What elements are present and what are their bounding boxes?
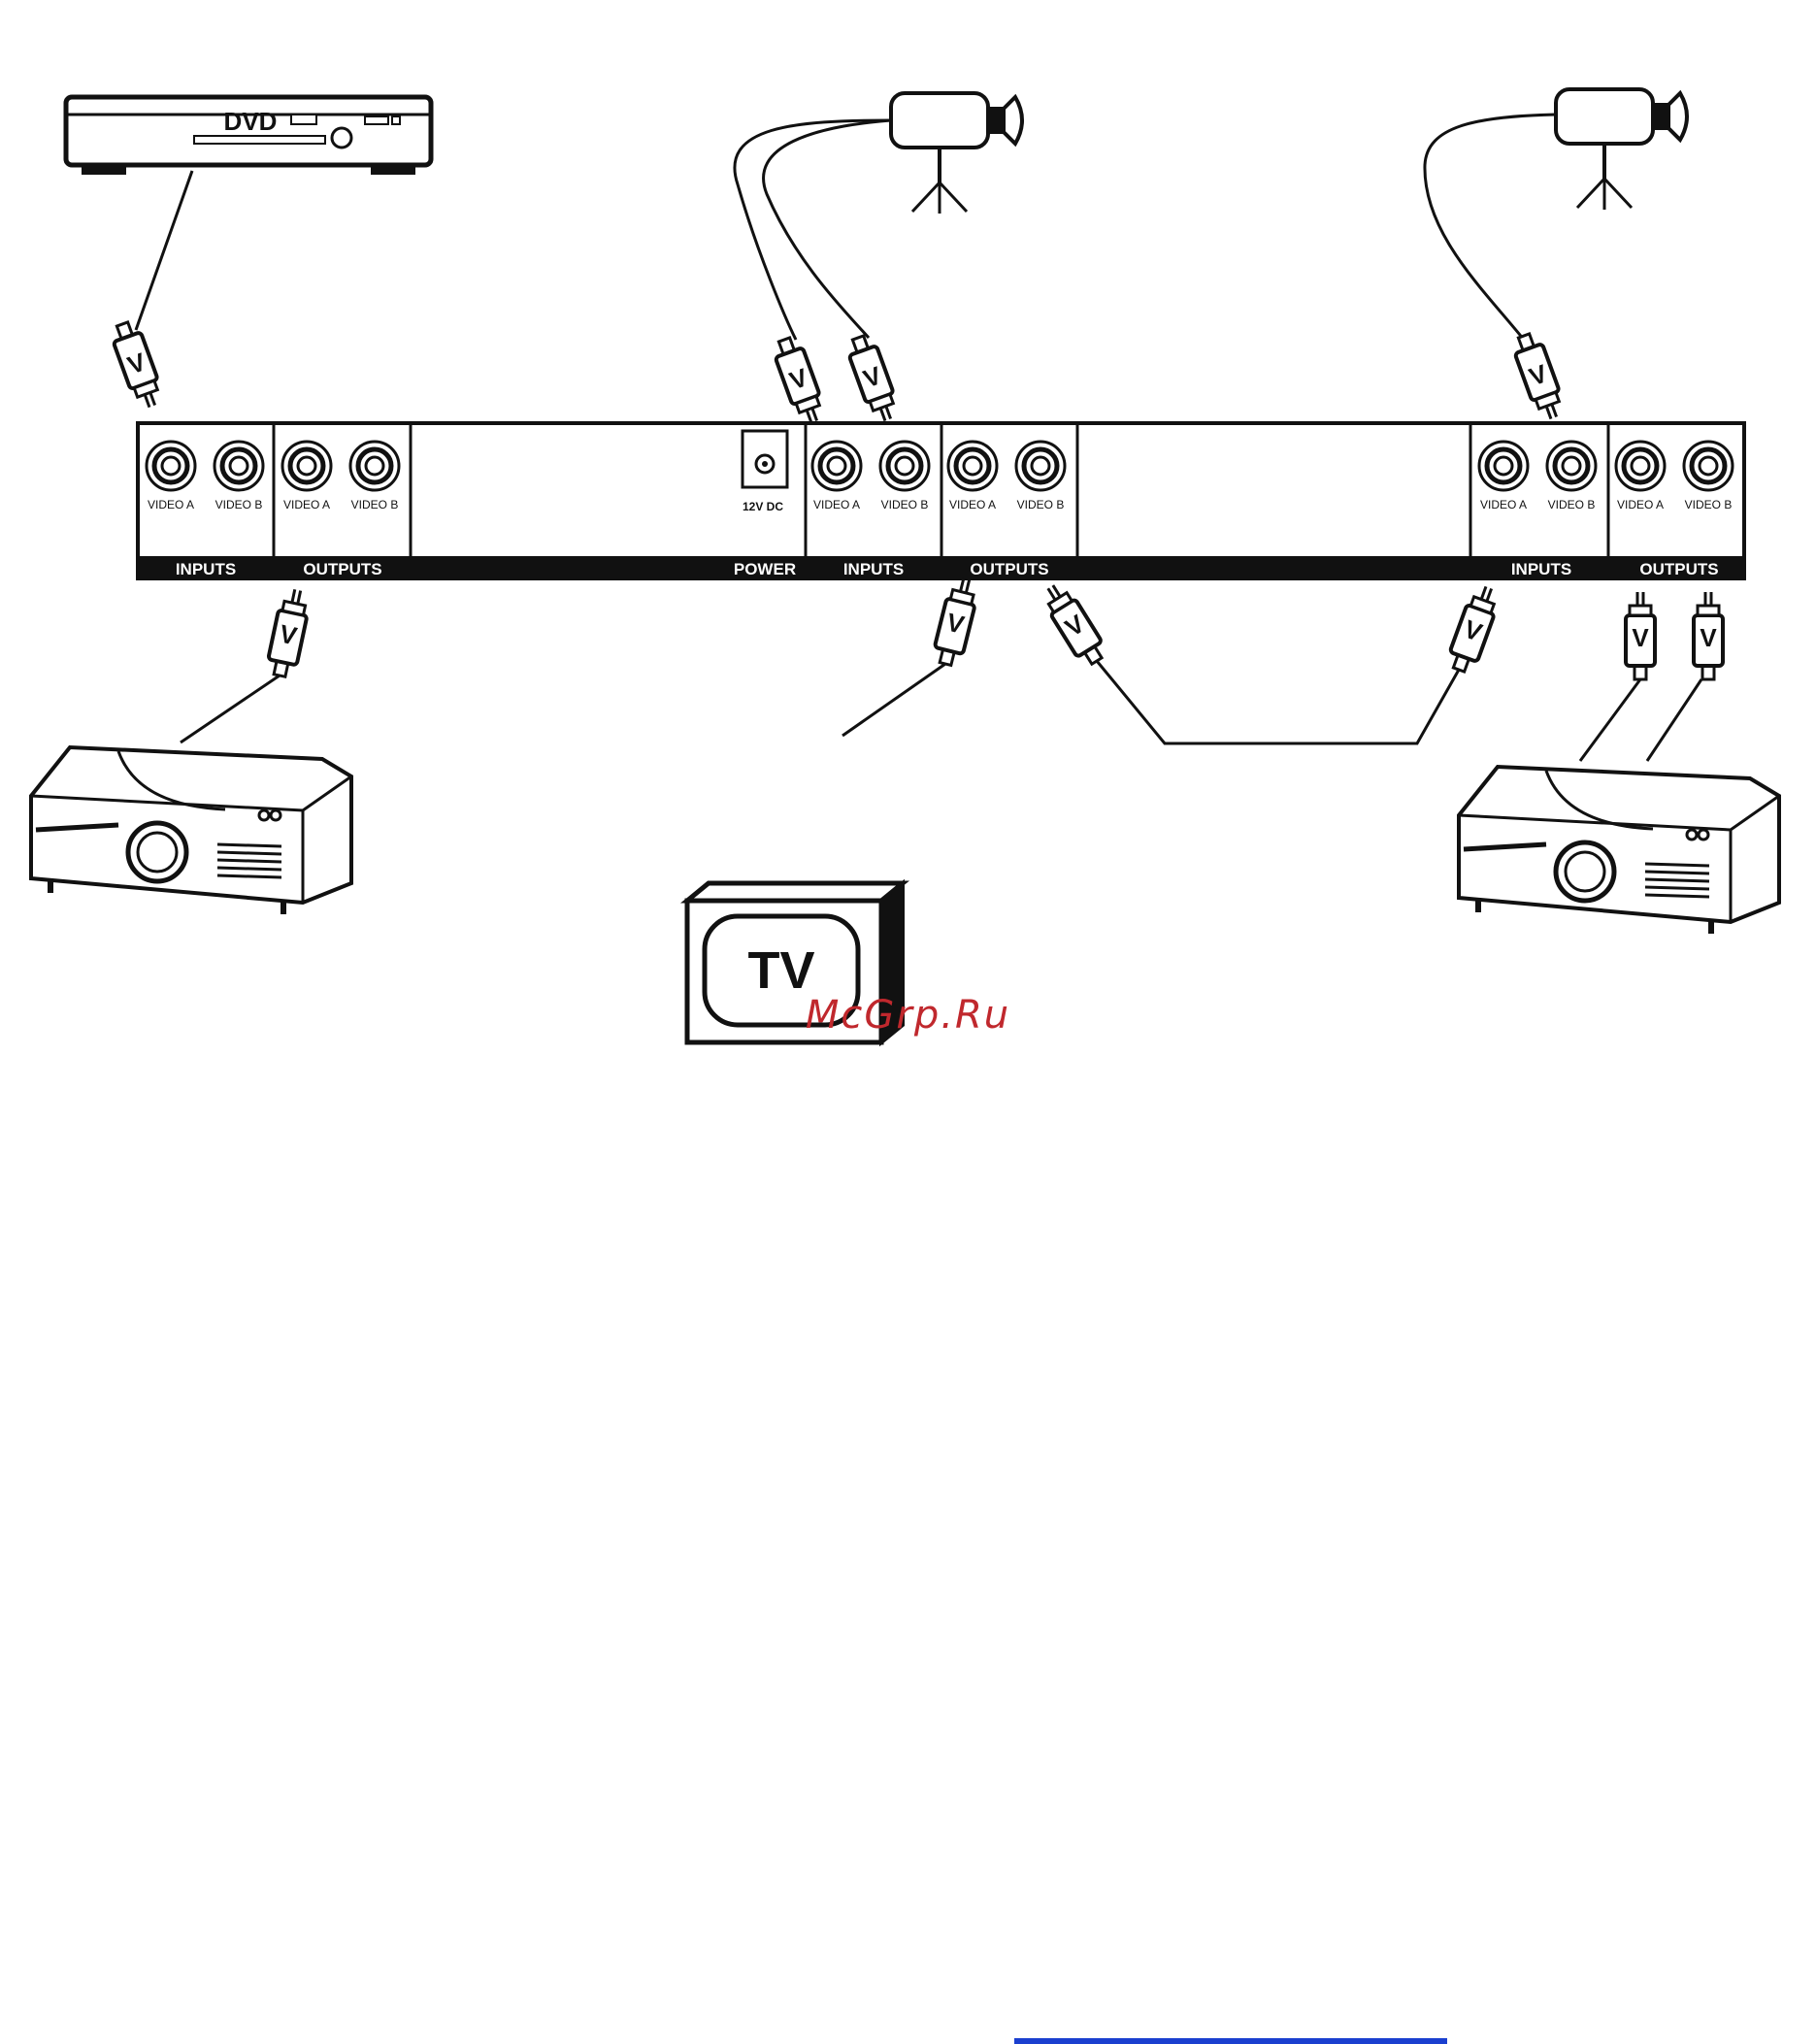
- bar-label-outputs-1: OUTPUTS: [303, 560, 381, 578]
- plug-projector-2-a-letter: V: [1632, 623, 1649, 652]
- cable-projector-1: [181, 676, 280, 742]
- plug-camera-2: V: [1510, 331, 1568, 423]
- projector-2: [1459, 767, 1779, 934]
- jack-4-video-a-label: VIDEO A: [949, 498, 996, 511]
- jack-3-video-b-label: VIDEO B: [881, 498, 929, 511]
- watermark: McGrp.Ru: [0, 993, 1816, 1038]
- jack-3-video-a[interactable]: [812, 442, 861, 490]
- jack-2-video-a-label: VIDEO A: [283, 498, 330, 511]
- jack-2-video-b[interactable]: [350, 442, 399, 490]
- plug-projector-2-b-letter: V: [1700, 623, 1717, 652]
- tv-label: TV: [747, 941, 814, 1000]
- bar-label-inputs-1: INPUTS: [176, 560, 236, 578]
- cable-projector-2-b: [1647, 679, 1701, 761]
- plug-camera-1-a: V: [771, 335, 828, 427]
- cable-camera-1-a: [735, 120, 891, 340]
- jack-3-video-b[interactable]: [880, 442, 929, 490]
- plug-loop-b: V: [1445, 582, 1502, 675]
- bar-label-power: POWER: [734, 560, 796, 578]
- jack-1-video-a-label: VIDEO A: [148, 498, 194, 511]
- cable-camera-1-b: [764, 120, 891, 338]
- jack-6-video-a[interactable]: [1616, 442, 1665, 490]
- cable-loop: [1097, 661, 1459, 743]
- jack-1-video-b[interactable]: [215, 442, 263, 490]
- jack-5-video-a-label: VIDEO A: [1480, 498, 1527, 511]
- jack-5-video-b[interactable]: [1547, 442, 1596, 490]
- dvd-label: DVD: [224, 107, 278, 136]
- power-jack[interactable]: [743, 431, 787, 487]
- cable-dvd: [136, 171, 192, 330]
- plug-projector-2-b: V: [1694, 592, 1723, 679]
- jack-1-video-a[interactable]: [147, 442, 195, 490]
- jack-4-video-b[interactable]: [1016, 442, 1065, 490]
- jack-6-video-a-label: VIDEO A: [1617, 498, 1664, 511]
- jack-6-video-b-label: VIDEO B: [1685, 498, 1733, 511]
- power-jack-label: 12V DC: [743, 500, 783, 513]
- camera-2: [1556, 89, 1687, 210]
- jack-5-video-b-label: VIDEO B: [1548, 498, 1596, 511]
- bar-label-outputs-2: OUTPUTS: [970, 560, 1048, 578]
- jack-1-video-b-label: VIDEO B: [215, 498, 263, 511]
- plug-camera-1-b: V: [844, 333, 902, 425]
- bar-label-inputs-3: INPUTS: [1511, 560, 1571, 578]
- plug-dvd: V: [109, 319, 166, 412]
- dvd-player: DVD: [66, 97, 431, 175]
- cable-camera-2: [1425, 115, 1556, 340]
- cable-projector-2-a: [1580, 679, 1640, 761]
- jack-5-video-a[interactable]: [1479, 442, 1528, 490]
- panel: 12V DC VIDEO A VIDEO B VIDEO A VIDEO B V…: [138, 423, 1744, 580]
- bottom-rule: [1014, 2038, 1447, 2044]
- jack-6-video-b[interactable]: [1684, 442, 1733, 490]
- camera-1: [891, 93, 1022, 214]
- projector-1: [31, 747, 351, 914]
- jack-2-video-b-label: VIDEO B: [351, 498, 399, 511]
- bar-label-outputs-3: OUTPUTS: [1639, 560, 1718, 578]
- jack-4-video-b-label: VIDEO B: [1017, 498, 1065, 511]
- plug-projector-2-a: V: [1626, 592, 1655, 679]
- jack-2-video-a[interactable]: [282, 442, 331, 490]
- cable-tv: [842, 664, 945, 736]
- jack-3-video-a-label: VIDEO A: [813, 498, 860, 511]
- jack-4-video-a[interactable]: [948, 442, 997, 490]
- plug-loop-a: V: [1039, 579, 1109, 669]
- plug-projector-1: V: [265, 587, 312, 678]
- bar-label-inputs-2: INPUTS: [843, 560, 904, 578]
- plug-tv: V: [931, 576, 980, 668]
